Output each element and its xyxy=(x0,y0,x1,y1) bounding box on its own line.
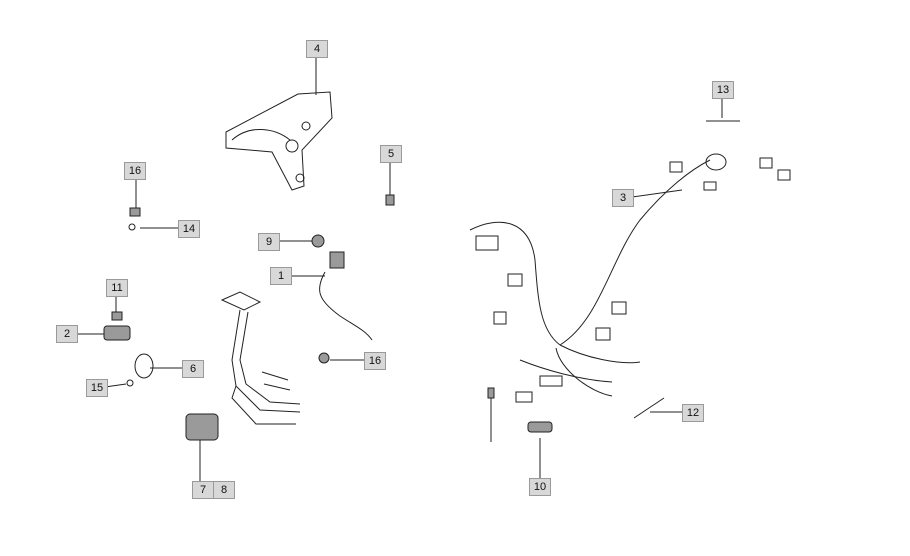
callout-5: 5 xyxy=(380,145,402,163)
callout-10: 10 xyxy=(529,478,551,496)
callout-2: 2 xyxy=(56,325,78,343)
callout-14: 14 xyxy=(178,220,200,238)
callout-15: 15 xyxy=(86,379,108,397)
callout-16-top: 16 xyxy=(124,162,146,180)
callout-7: 7 xyxy=(192,481,214,499)
wiring-harness-part xyxy=(469,153,791,403)
frame-part xyxy=(220,291,301,425)
callout-3: 3 xyxy=(612,189,634,207)
callout-6: 6 xyxy=(182,360,204,378)
leader-lines xyxy=(74,58,723,481)
callout-1: 1 xyxy=(270,267,292,285)
callout-8: 8 xyxy=(213,481,235,499)
bracket-plate-part xyxy=(225,91,333,191)
callout-11: 11 xyxy=(106,279,128,297)
callout-9: 9 xyxy=(258,233,280,251)
small-parts xyxy=(103,194,395,441)
callout-16-bottom: 16 xyxy=(364,352,386,370)
callout-12: 12 xyxy=(682,404,704,422)
callout-13: 13 xyxy=(712,81,734,99)
callout-4: 4 xyxy=(306,40,328,58)
cable-tie-parts xyxy=(487,120,740,433)
